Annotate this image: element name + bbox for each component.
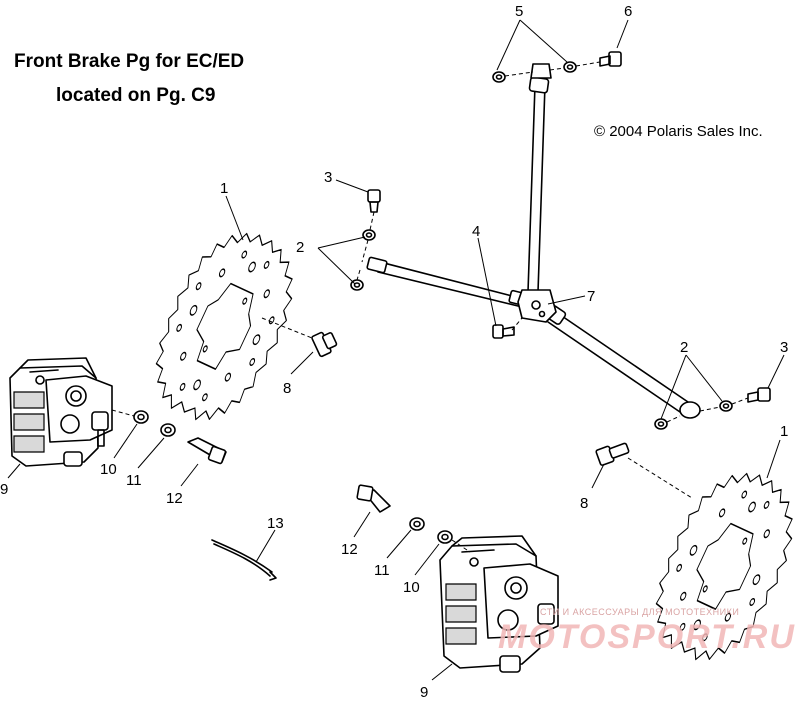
brake-caliper-left [9,357,113,467]
header-line-2: located on Pg. C9 [56,85,216,106]
washer-11-left [160,423,176,437]
caliper-bolt-12-right [356,484,391,513]
callout-5: 5 [515,3,523,20]
callout-12-left: 12 [166,490,183,507]
callout-1-left: 1 [220,180,228,197]
callout-9-right: 9 [420,684,428,701]
washer-5-left [492,71,506,83]
callout-1-right: 1 [780,423,788,440]
callout-8-right: 8 [580,495,588,512]
brake-line-tee-junction [517,289,557,323]
callout-13: 13 [267,515,284,532]
callout-10-right: 10 [403,579,420,596]
brake-line-vertical [527,63,552,293]
caliper-bolt-12-left [187,437,227,465]
header-line-1: Front Brake Pg for EC/ED [14,51,245,72]
copyright-notice: © 2004 Polaris Sales Inc. [594,123,763,140]
callout-7: 7 [587,288,595,305]
callout-11-left: 11 [126,472,142,489]
banjo-bolt-6 [599,51,622,67]
washer-10-right [437,530,453,544]
washer-5-right [563,61,577,73]
caliper-bolt-8-left [311,331,338,358]
washer-10-left [133,410,149,424]
brake-disc-right [633,454,800,678]
brake-line-left [366,256,528,307]
callout-9-left: 9 [0,481,8,498]
washer-2-right-outer [719,400,733,412]
brake-caliper-right [439,535,559,673]
callout-3-right: 3 [780,339,788,356]
brake-disc-left [155,232,293,421]
watermark-logo: MOTOSPORT.RU [498,618,796,656]
caliper-bolt-8-right [595,442,630,466]
watermark-tagline: СТИ И АКСЕССУАРЫ ДЛЯ МОТОТЕХНИКИ [540,607,740,617]
callout-8-left: 8 [283,380,291,397]
washer-2-right-inner [654,418,668,430]
callout-3-left: 3 [324,169,332,186]
callout-4: 4 [472,223,480,240]
banjo-bolt-3-left [367,189,381,213]
callout-2-right: 2 [680,339,688,356]
brake-line-right [545,305,701,419]
callout-11-right: 11 [374,562,390,579]
callout-6: 6 [624,3,632,20]
banjo-bolt-4 [492,324,515,339]
washer-2-upper-left [362,229,376,241]
callout-2-left: 2 [296,239,304,256]
banjo-bolt-3-right [747,387,771,403]
callout-10-left: 10 [100,461,117,478]
washer-11-right [409,517,425,531]
callout-12-right: 12 [341,541,358,558]
cable-tie-13 [211,539,277,581]
